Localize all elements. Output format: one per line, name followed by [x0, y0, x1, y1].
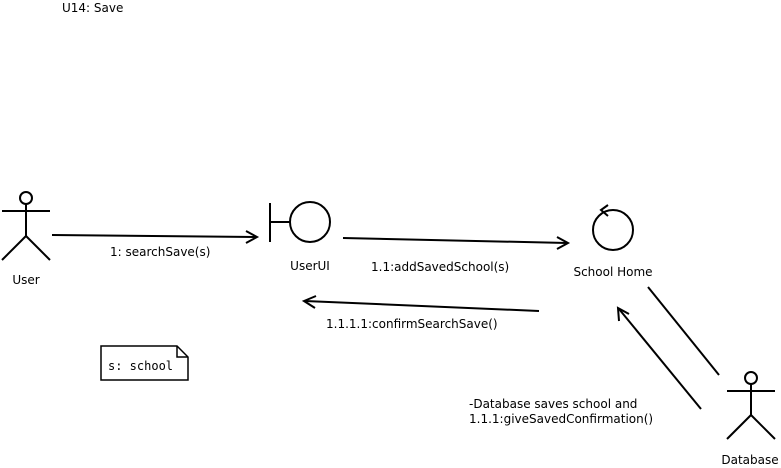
database-actor-label: Database [721, 453, 778, 467]
user-actor-left-leg [1, 235, 27, 261]
association-link-database [647, 286, 720, 376]
message-arrow-give-saved-confirmation-head [616, 306, 630, 322]
message-arrow-search-save [51, 230, 260, 244]
message-arrow-give-saved-confirmation [616, 306, 702, 410]
note-box [100, 345, 189, 381]
database-actor-left-leg [726, 414, 752, 440]
boundary-object-label: UserUI [290, 259, 330, 273]
database-actor [726, 371, 776, 440]
user-actor-label: User [12, 273, 39, 287]
message-arrow-confirm-search-save-head [301, 295, 317, 309]
message-label-add-saved-school: 1.1:addSavedSchool(s) [371, 260, 509, 274]
message-arrow-add-saved-school-head [556, 236, 571, 250]
note-text: s: school [108, 359, 173, 373]
message-arrow-confirm-search-save [301, 295, 540, 312]
user-actor [1, 191, 51, 261]
message-arrow-confirm-search-save-line [304, 300, 540, 312]
control-arrowhead [599, 204, 609, 217]
diagram-title: U14: Save [62, 1, 123, 15]
message-label-search-save: 1: searchSave(s) [110, 245, 210, 259]
boundary-object [269, 201, 331, 243]
note-box-folded-corner [176, 346, 188, 358]
message-label-give-saved-confirmation: 1.1.1:giveSavedConfirmation() [469, 412, 653, 426]
message-arrow-search-save-head [245, 230, 260, 244]
note-box-outline [100, 345, 189, 381]
message-arrow-search-save-line [51, 234, 257, 238]
message-arrow-give-saved-confirmation-line [618, 308, 702, 410]
database-actor-right-leg [750, 414, 776, 440]
control-object-label: School Home [573, 265, 652, 279]
user-actor-right-leg [25, 235, 51, 261]
message-label-confirm-search-save: 1.1.1.1:confirmSearchSave() [326, 317, 498, 331]
message-arrow-add-saved-school [342, 236, 571, 250]
boundary-circle [289, 201, 331, 243]
message-label-database-saves: -Database saves school and [469, 397, 637, 411]
message-arrow-add-saved-school-line [342, 237, 568, 244]
control-object [592, 204, 634, 251]
control-circle [592, 209, 634, 251]
database-actor-head [744, 371, 758, 385]
user-actor-head [19, 191, 33, 205]
